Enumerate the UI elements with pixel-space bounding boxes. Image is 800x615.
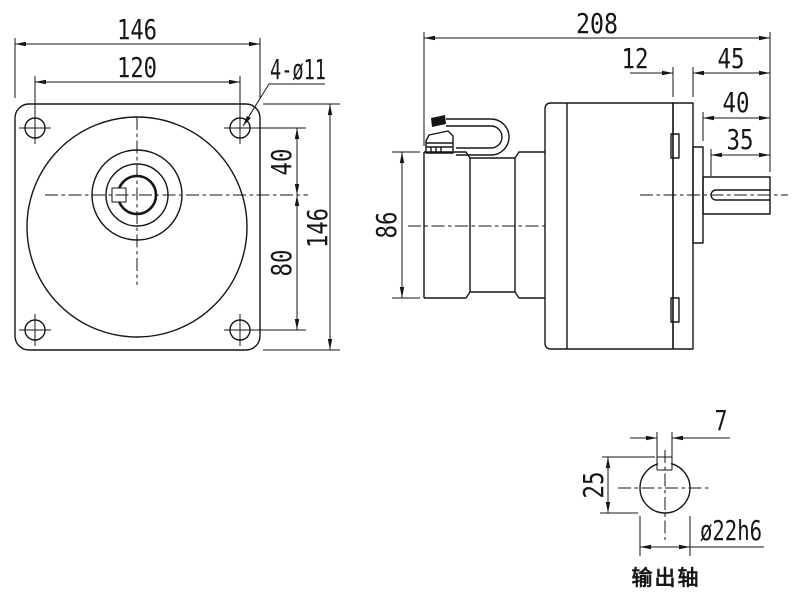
key-outline [656, 432, 673, 471]
dim-side-flange-thickness: 12 [622, 42, 649, 75]
arrowhead [679, 544, 690, 550]
flange-outline [14, 103, 261, 351]
arrowhead [294, 128, 300, 139]
shaft-detail-caption: 输出轴 [632, 566, 701, 590]
arrowhead [249, 41, 260, 47]
arrowhead [703, 115, 714, 121]
front-view: 146 120 4-ø11 40 80 146 [14, 13, 340, 351]
dim-front-hole-spacing: 120 [117, 51, 157, 84]
arrowhead [693, 70, 704, 76]
dimension-lines [607, 437, 764, 548]
extension-lines [14, 38, 340, 351]
arrowhead [399, 287, 405, 298]
dim-front-overall-height: 146 [301, 208, 334, 248]
arrowhead [294, 184, 300, 195]
arrowhead [327, 339, 333, 350]
mounting-hole-bottom-left [19, 314, 51, 346]
dimension-lines [401, 37, 770, 298]
arrowhead [605, 502, 611, 513]
arrowhead [294, 319, 300, 330]
flange-hole-tab-top [670, 133, 680, 159]
dim-detail-key-height: 25 [577, 472, 610, 499]
extension-lines [392, 32, 771, 299]
dim-side-flange-to-shaft-end: 45 [718, 42, 745, 75]
dim-detail-shaft-diameter: ø22h6 [700, 514, 762, 547]
dim-front-mounting-holes: 4-ø11 [270, 53, 326, 86]
arrowhead [646, 435, 657, 441]
arrowhead [15, 41, 26, 47]
flange-side [672, 102, 694, 350]
dim-side-keyway-length: 35 [727, 123, 754, 156]
shaft-detail-view: 7 25 ø22h6 输出轴 [577, 404, 764, 590]
arrowhead [424, 35, 435, 41]
motor-body-outline [423, 151, 545, 299]
dim-front-hole-to-center: 40 [265, 149, 298, 176]
arrowhead [294, 195, 300, 206]
dim-side-motor-diameter: 86 [370, 212, 403, 239]
arrowhead [711, 152, 722, 158]
flange-hole-tab-bottom [670, 297, 680, 323]
arrowhead [759, 152, 770, 158]
leader-line [242, 83, 325, 127]
arrowhead [662, 70, 673, 76]
arrowhead [35, 79, 46, 85]
arrowhead [672, 435, 683, 441]
arrowhead [759, 35, 770, 41]
dimension-lines [15, 43, 331, 350]
arrowhead [640, 544, 651, 550]
dim-front-overall-width: 146 [117, 13, 157, 46]
side-view: 208 12 45 40 35 86 [370, 7, 788, 350]
gearbox-outline [544, 102, 674, 350]
arrowhead [759, 70, 770, 76]
mounting-hole-bottom-right [224, 314, 256, 346]
arrowhead [399, 152, 405, 163]
extension-lines [600, 456, 691, 556]
dim-side-shaft-length: 40 [723, 86, 750, 119]
cable-loop [446, 118, 510, 156]
arrowhead [229, 79, 240, 85]
arrowhead [605, 457, 611, 468]
terminal-block [425, 130, 454, 154]
cable-tip [431, 115, 446, 127]
dim-front-center-to-hole: 80 [265, 250, 298, 277]
arrowhead [759, 115, 770, 121]
dim-detail-key-width: 7 [715, 404, 728, 437]
leader-arrowhead [243, 116, 251, 126]
arrowhead [327, 104, 333, 115]
dim-side-overall-length: 208 [576, 7, 618, 40]
